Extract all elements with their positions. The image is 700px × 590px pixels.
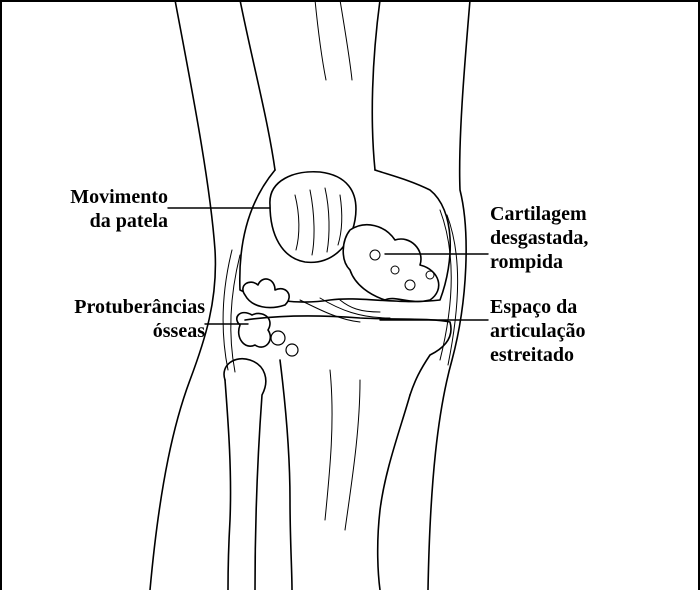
- label-worn-cartilage: Cartilagem desgastada, rompida: [490, 202, 588, 274]
- femur-left-edge: [240, 0, 275, 170]
- tibia-left-edge: [280, 360, 292, 590]
- worn-cartilage: [343, 225, 438, 302]
- bone-spurs-left: [243, 279, 289, 308]
- label-patella-line1: Movimento: [20, 185, 168, 209]
- label-cartilage-line2: desgastada,: [490, 226, 588, 250]
- label-cartilage-line3: rompida: [490, 250, 588, 274]
- label-joint-space-line3: estreitado: [490, 343, 586, 367]
- label-bone-spurs-line2: ósseas: [20, 319, 205, 343]
- label-cartilage-line1: Cartilagem: [490, 202, 588, 226]
- label-joint-space-line1: Espaço da: [490, 295, 586, 319]
- tibia-right-edge: [378, 395, 410, 590]
- tibia-plateau: [245, 316, 451, 395]
- label-bone-spurs: Protuberâncias ósseas: [20, 295, 205, 343]
- label-narrowed-joint-space: Espaço da articulação estreitado: [490, 295, 586, 367]
- femur-right-edge: [372, 0, 380, 170]
- label-patella-line2: da patela: [20, 209, 168, 233]
- label-patella-movement: Movimento da patela: [20, 185, 168, 233]
- label-bone-spurs-line1: Protuberâncias: [20, 295, 205, 319]
- label-joint-space-line2: articulação: [490, 319, 586, 343]
